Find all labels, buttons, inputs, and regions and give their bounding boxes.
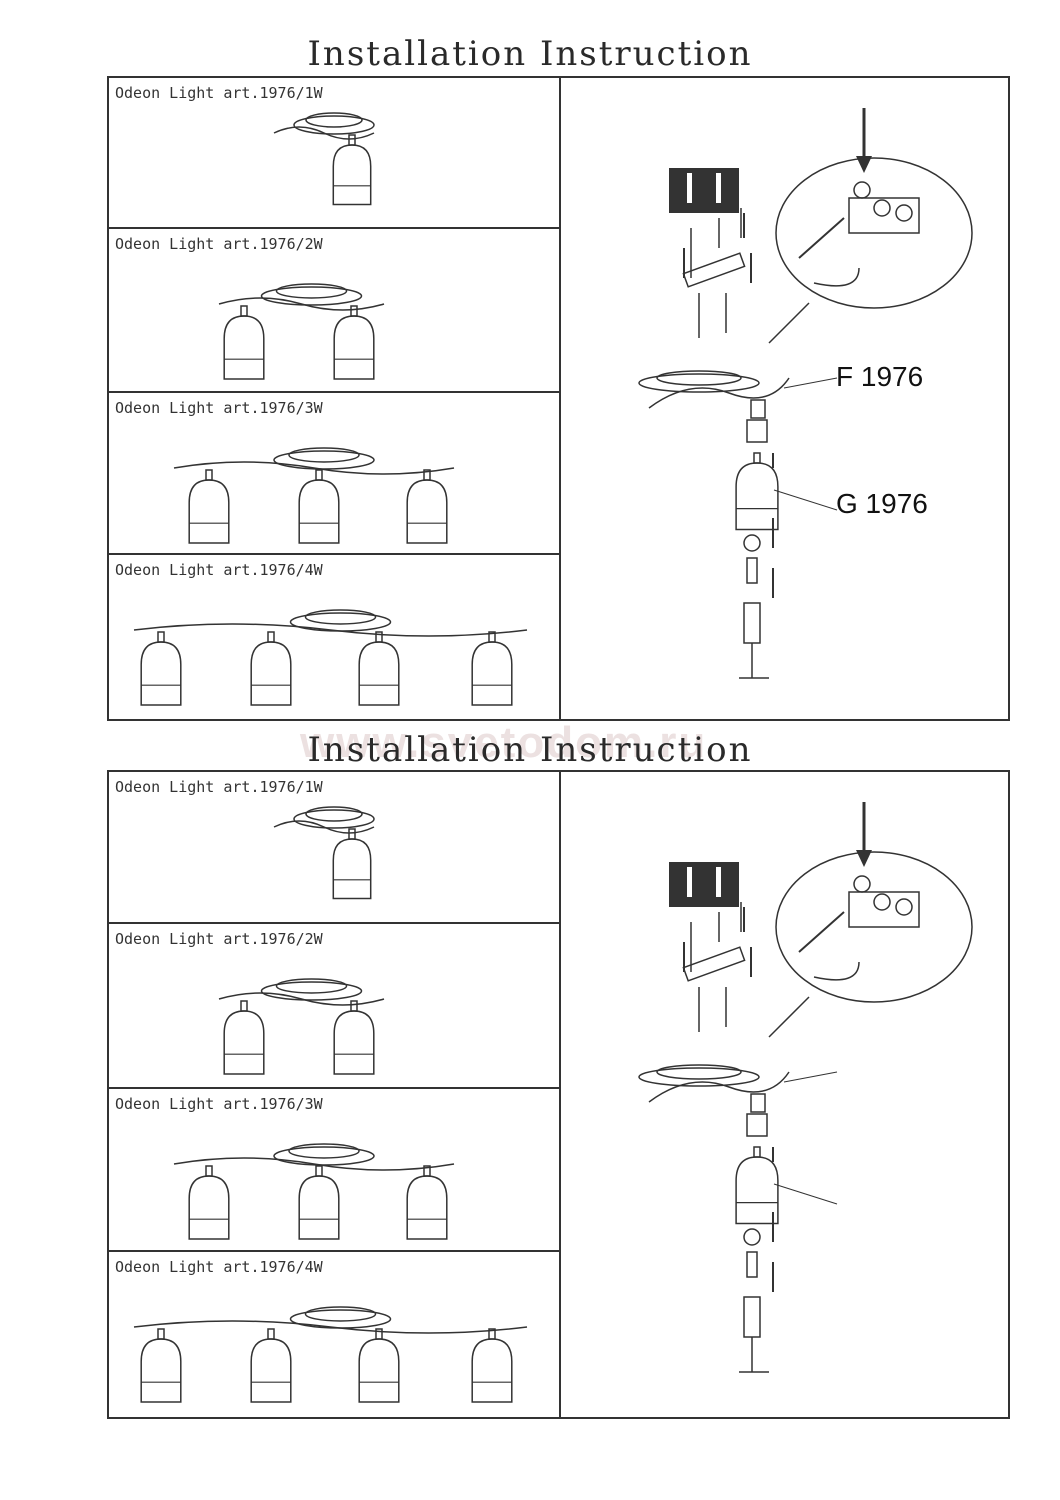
wavy-arm bbox=[173, 461, 455, 475]
section-title: Installation Instruction bbox=[307, 730, 753, 770]
up-arrow-icon bbox=[683, 907, 774, 1292]
glass-shade-icon bbox=[735, 452, 779, 531]
leader-line bbox=[773, 489, 838, 511]
lamp-socket-icon bbox=[746, 1093, 768, 1137]
ceiling-wall-icon bbox=[669, 862, 739, 907]
ceiling-canopy-icon bbox=[638, 370, 760, 393]
ceiling-canopy-icon bbox=[638, 1064, 760, 1087]
fixture-3w-drawing bbox=[173, 1143, 455, 1240]
wavy-arm bbox=[133, 1320, 528, 1334]
fixture-4w-drawing bbox=[133, 1306, 528, 1403]
watermark: www.svetodom.ru bbox=[300, 718, 708, 767]
model-row-4w: Odeon Light art.1976/4W bbox=[109, 1252, 559, 1419]
fixture-3w-drawing bbox=[173, 447, 455, 544]
glass-shade-icon bbox=[406, 1165, 448, 1240]
wavy-arm bbox=[133, 623, 528, 637]
wavy-arm bbox=[648, 1071, 790, 1103]
glass-shade-icon bbox=[406, 469, 448, 544]
instruction-panel: Odeon Light art.1976/1W Odeon Light art.… bbox=[107, 770, 1010, 1419]
model-label: Odeon Light art.1976/3W bbox=[115, 399, 323, 417]
wavy-arm bbox=[218, 297, 385, 311]
glass-shade-icon bbox=[223, 1000, 265, 1075]
ceiling-wall-icon bbox=[669, 168, 739, 213]
bulb-holder-icon bbox=[739, 1228, 769, 1373]
model-list: Odeon Light art.1976/1W Odeon Light art.… bbox=[109, 772, 561, 1417]
ceiling-canopy-icon bbox=[273, 1143, 375, 1166]
model-label: Odeon Light art.1976/4W bbox=[115, 1258, 323, 1276]
fixture-4w-drawing bbox=[133, 609, 528, 706]
exploded-assembly-drawing bbox=[638, 802, 973, 1373]
model-row-1w: Odeon Light art.1976/1W bbox=[109, 772, 559, 924]
assembly-diagram bbox=[559, 772, 1008, 1417]
fixture-2w-drawing bbox=[218, 978, 385, 1075]
model-label: Odeon Light art.1976/4W bbox=[115, 561, 323, 579]
glass-shade-icon bbox=[358, 631, 400, 706]
model-row-1w: Odeon Light art.1976/1W bbox=[109, 78, 559, 229]
terminal-block-detail-icon bbox=[768, 851, 973, 1038]
glass-shade-icon bbox=[140, 1328, 182, 1403]
down-arrow-icon bbox=[856, 108, 872, 173]
ceiling-canopy-icon bbox=[273, 447, 375, 470]
assembly-diagram: F 1976 G 1976 bbox=[559, 78, 1008, 719]
glass-shade-icon bbox=[332, 828, 372, 900]
model-row-3w: Odeon Light art.1976/3W bbox=[109, 393, 559, 555]
glass-shade-icon bbox=[140, 631, 182, 706]
model-row-2w: Odeon Light art.1976/2W bbox=[109, 924, 559, 1089]
ceiling-canopy-icon bbox=[260, 978, 363, 1001]
glass-shade-icon bbox=[332, 134, 372, 206]
ceiling-canopy-icon bbox=[293, 806, 375, 829]
model-row-4w: Odeon Light art.1976/4W bbox=[109, 555, 559, 721]
glass-shade-icon bbox=[250, 1328, 292, 1403]
instruction-panel: Odeon Light art.1976/1W Odeon Light art.… bbox=[107, 76, 1010, 721]
down-arrow-icon bbox=[856, 802, 872, 867]
glass-shade-icon bbox=[333, 305, 375, 380]
wavy-arm bbox=[648, 377, 790, 409]
glass-shade-icon bbox=[471, 1328, 513, 1403]
wavy-arm bbox=[273, 820, 375, 834]
mounting-screws-icon bbox=[682, 902, 746, 1032]
base-part-label: F 1976 bbox=[836, 361, 924, 392]
bulb-holder-icon bbox=[739, 534, 769, 679]
glass-shade-icon bbox=[358, 1328, 400, 1403]
model-label: Odeon Light art.1976/1W bbox=[115, 778, 323, 796]
model-label: Odeon Light art.1976/2W bbox=[115, 235, 323, 253]
model-label: Odeon Light art.1976/2W bbox=[115, 930, 323, 948]
model-label: Odeon Light art.1976/3W bbox=[115, 1095, 323, 1113]
glass-shade-icon bbox=[298, 1165, 340, 1240]
glass-shade-icon bbox=[471, 631, 513, 706]
leader-line bbox=[783, 377, 838, 389]
model-row-3w: Odeon Light art.1976/3W bbox=[109, 1089, 559, 1252]
wavy-arm bbox=[173, 1157, 455, 1171]
shade-part-label: G 1976 bbox=[836, 488, 928, 519]
mounting-screws-icon bbox=[682, 208, 746, 338]
wavy-arm bbox=[218, 992, 385, 1006]
lamp-socket-icon bbox=[746, 399, 768, 443]
terminal-block-detail-icon bbox=[768, 157, 973, 344]
ceiling-canopy-icon bbox=[293, 112, 375, 135]
fixture-1w-drawing bbox=[273, 806, 375, 900]
section-title: Installation Instruction bbox=[307, 34, 753, 74]
leader-line bbox=[783, 1071, 838, 1083]
fixture-2w-drawing bbox=[218, 283, 385, 380]
wavy-arm bbox=[273, 126, 375, 140]
glass-shade-icon bbox=[333, 1000, 375, 1075]
model-row-2w: Odeon Light art.1976/2W bbox=[109, 229, 559, 393]
glass-shade-icon bbox=[735, 1146, 779, 1225]
up-arrow-icon bbox=[683, 213, 774, 598]
model-list: Odeon Light art.1976/1W Odeon Light art.… bbox=[109, 78, 561, 719]
glass-shade-icon bbox=[298, 469, 340, 544]
glass-shade-icon bbox=[188, 469, 230, 544]
glass-shade-icon bbox=[250, 631, 292, 706]
exploded-assembly-drawing bbox=[638, 108, 973, 679]
glass-shade-icon bbox=[223, 305, 265, 380]
fixture-1w-drawing bbox=[273, 112, 375, 206]
model-label: Odeon Light art.1976/1W bbox=[115, 84, 323, 102]
ceiling-canopy-icon bbox=[260, 283, 363, 306]
glass-shade-icon bbox=[188, 1165, 230, 1240]
leader-line bbox=[773, 1183, 838, 1205]
